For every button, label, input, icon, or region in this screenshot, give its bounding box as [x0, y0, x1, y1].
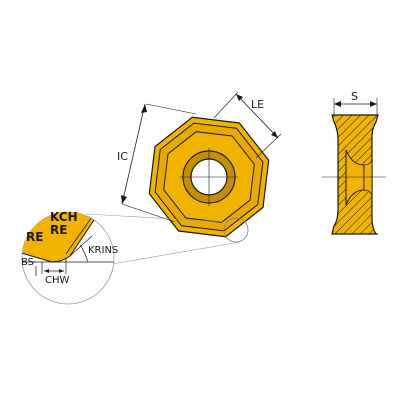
- ic-dimension: IC: [117, 103, 197, 223]
- bs-label: BS: [21, 257, 34, 268]
- section-bore-right: [363, 159, 373, 196]
- chw-label: CHW: [45, 275, 70, 286]
- insert-front-view: [148, 116, 270, 238]
- detail-leader-top: [85, 213, 229, 223]
- ic-label: IC: [117, 150, 128, 163]
- insert-side-view: S: [322, 90, 386, 235]
- detail-marker-circle: [223, 217, 249, 243]
- s-label: S: [351, 90, 358, 103]
- detail-chamfer-line: [65, 213, 95, 255]
- le-dimension: LE: [213, 91, 282, 159]
- re-outer-label: RE: [26, 230, 43, 244]
- le-label: LE: [251, 98, 264, 111]
- detail-leader-bottom: [111, 241, 241, 265]
- krins-label: KRINS: [88, 245, 118, 256]
- kch-label: KCH: [50, 210, 78, 224]
- re-inner-label: RE: [50, 223, 67, 237]
